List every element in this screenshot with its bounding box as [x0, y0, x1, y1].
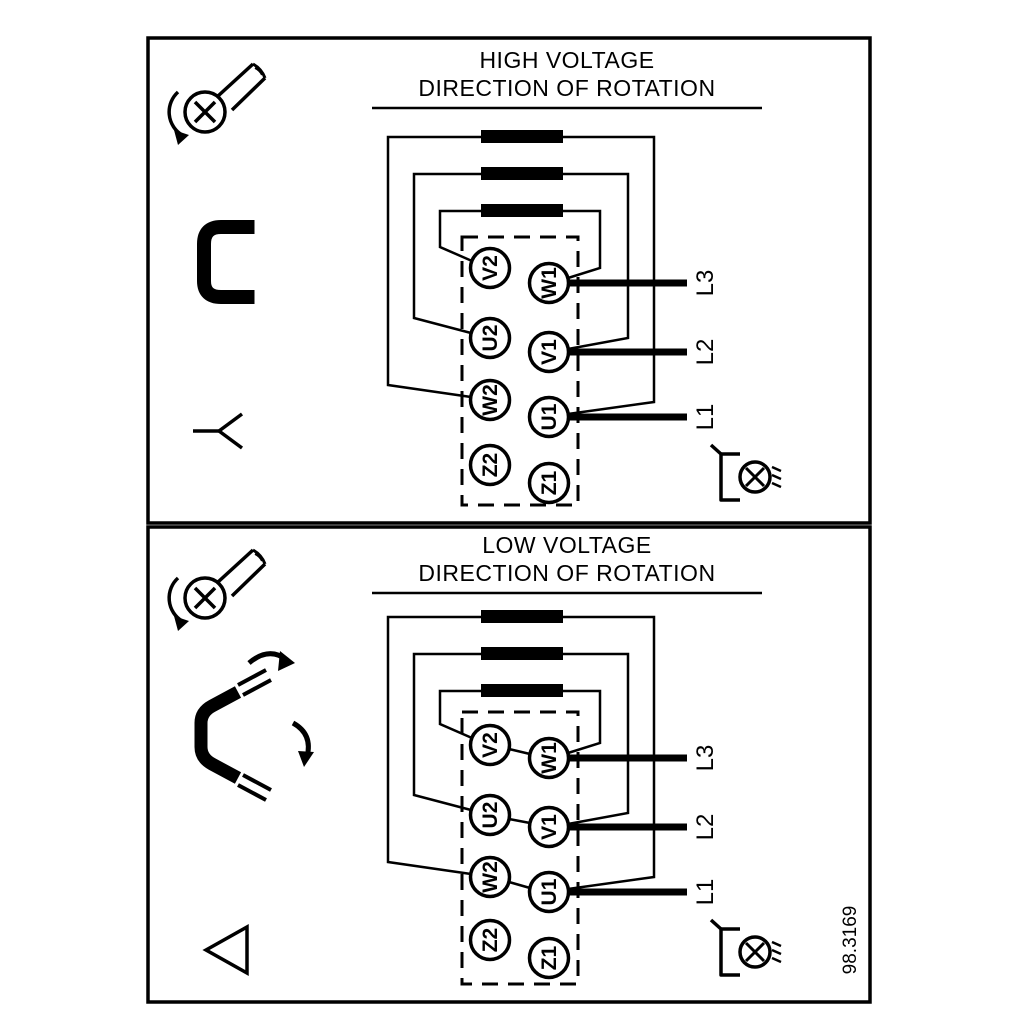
terminal-label-z2: Z2 — [479, 928, 502, 953]
terminal-circle-z1 — [527, 936, 571, 980]
terminal-circle-v2 — [468, 246, 512, 290]
arrowhead — [278, 651, 295, 671]
panel-subtitle: DIRECTION OF ROTATION — [418, 560, 715, 586]
arrowhead — [174, 616, 189, 631]
jumper-bar — [481, 647, 563, 660]
panel-title: LOW VOLTAGE — [482, 532, 652, 558]
panel-border — [146, 525, 872, 1004]
loop-u2-v1 — [412, 652, 630, 826]
jumper-bar — [481, 684, 563, 697]
link-w2-u1 — [508, 880, 531, 890]
supply-label-l2: L2 — [692, 814, 719, 841]
terminal-circle-w1 — [527, 261, 571, 305]
terminal-bridge-icon — [197, 220, 255, 304]
terminal-label-u1: U1 — [538, 878, 561, 905]
terminal-box — [460, 710, 580, 986]
jumper-bar — [481, 610, 563, 623]
jumper-bar — [481, 167, 563, 180]
terminal-label-u1: U1 — [538, 403, 561, 430]
delta-connection-icon — [202, 924, 249, 976]
figure-number: 98.3169 — [840, 906, 861, 975]
terminal-label-v1: V1 — [538, 339, 561, 365]
bridge-reposition-icon — [194, 651, 314, 802]
arrowhead — [298, 751, 314, 767]
terminal-circle-u2 — [468, 793, 512, 837]
terminal-circle-w1 — [527, 736, 571, 780]
loop-v2-w1 — [438, 209, 602, 280]
terminal-circle-v2 — [468, 723, 512, 767]
supply-label-l3: L3 — [692, 745, 719, 772]
terminal-label-z2: Z2 — [479, 453, 502, 478]
supply-label-l1: L1 — [692, 404, 719, 431]
terminal-circle-w2 — [468, 378, 512, 422]
high-voltage-panel: HIGH VOLTAGE DIRECTION OF ROTATION L3 L2… — [146, 36, 872, 525]
terminal-circle-z2 — [468, 443, 512, 487]
terminal-circle-u2 — [468, 316, 512, 360]
ground-screw-icon — [709, 918, 782, 977]
terminal-label-z1: Z1 — [538, 945, 561, 970]
terminal-circle-z1 — [527, 461, 571, 505]
terminal-label-w2: W2 — [479, 861, 502, 893]
terminal-label-w2: W2 — [479, 384, 502, 416]
supply-label-l3: L3 — [692, 270, 719, 297]
terminal-label-w1: W1 — [538, 742, 561, 774]
loop-u2-v1 — [412, 172, 630, 351]
star-connection-icon — [193, 412, 244, 450]
terminal-label-w1: W1 — [538, 267, 561, 299]
supply-label-l2: L2 — [692, 339, 719, 366]
arrowhead — [174, 130, 189, 145]
terminal-circle-u1 — [527, 395, 571, 439]
terminal-circle-v1 — [527, 330, 571, 374]
terminal-label-u2: U2 — [479, 802, 502, 829]
jumper-bar — [481, 130, 563, 143]
terminal-label-v2: V2 — [479, 255, 502, 281]
panel-title: HIGH VOLTAGE — [479, 47, 654, 73]
supply-label-l1: L1 — [692, 879, 719, 906]
terminal-circle-u1 — [527, 870, 571, 914]
link-u2-v1 — [508, 817, 531, 825]
terminal-box — [460, 235, 580, 507]
terminal-circle-v1 — [527, 805, 571, 849]
terminal-label-v1: V1 — [538, 814, 561, 840]
link-v2-w1 — [508, 747, 531, 756]
terminal-circle-w2 — [468, 855, 512, 899]
terminal-label-z1: Z1 — [538, 470, 561, 495]
panel-subtitle: DIRECTION OF ROTATION — [418, 75, 715, 101]
ground-screw-icon — [709, 443, 782, 502]
terminal-label-v2: V2 — [479, 732, 502, 758]
low-voltage-panel: LOW VOLTAGE DIRECTION OF ROTATION L3 L2 … — [146, 525, 872, 1004]
panel-border — [146, 36, 872, 525]
terminal-label-u2: U2 — [479, 325, 502, 352]
screw-rotation-icon — [167, 62, 267, 145]
terminal-circle-z2 — [468, 918, 512, 962]
jumper-bar — [481, 204, 563, 217]
screw-rotation-icon — [167, 548, 267, 631]
loop-v2-w1 — [438, 689, 602, 755]
